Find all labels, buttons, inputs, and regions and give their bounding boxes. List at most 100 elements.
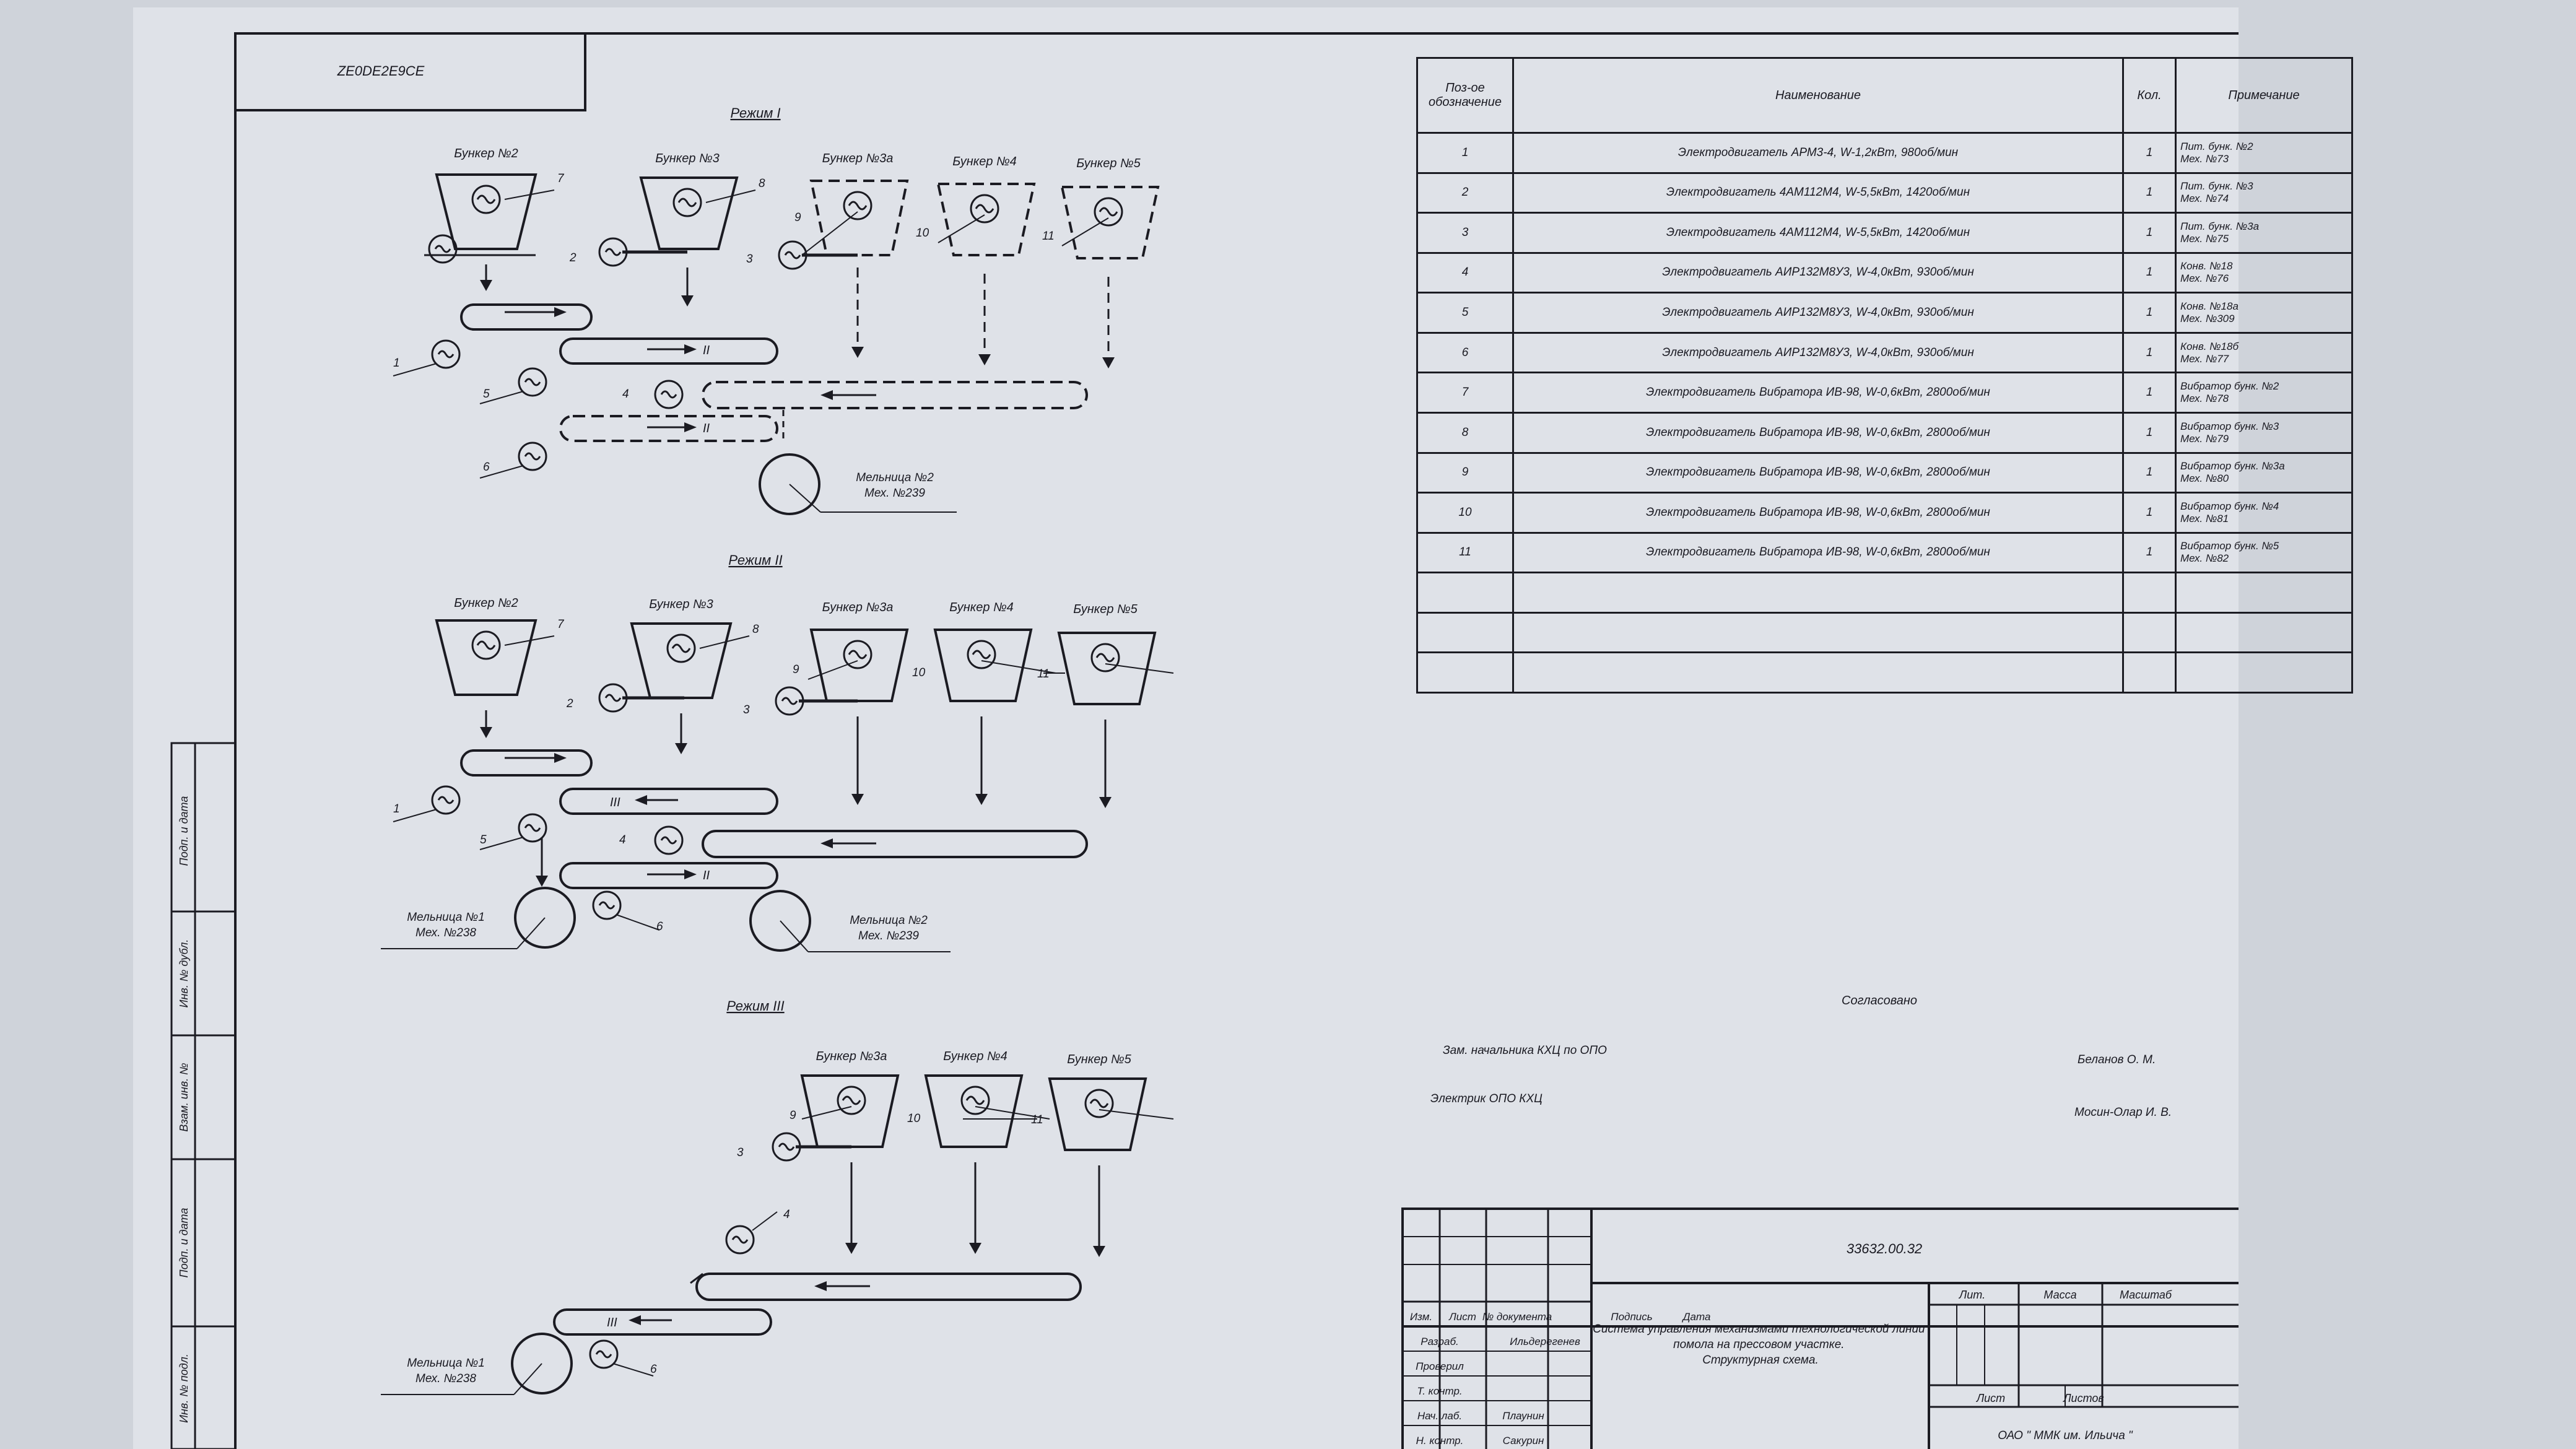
spec-cell-pos: 8 xyxy=(1416,411,1514,454)
bunker-5: Бункер №5 xyxy=(1060,157,1160,259)
spec-cell-pos xyxy=(1416,611,1514,654)
bunker-3-label: Бункер №3 xyxy=(655,152,720,165)
mode-3-flow-arrows xyxy=(845,1162,1105,1257)
svg-text:8: 8 xyxy=(752,623,759,636)
spec-cell-pos: 1 xyxy=(1416,132,1514,174)
mode-2-bunker-2-label: Бункер №2 xyxy=(454,596,518,610)
svg-text:10: 10 xyxy=(907,1112,921,1125)
spec-cell-name: Электродвигатель Вибратора ИВ-98, W-0,6к… xyxy=(1512,531,2124,574)
col-sign: Подпись xyxy=(1611,1311,1652,1323)
title-block: 33632.00.32 Система управления механизма… xyxy=(1401,1208,2239,1449)
mode-2-bunker-3a-label: Бункер №3а xyxy=(822,601,894,614)
mode-3-diagram: Режим III Бункер №3а Бункер №4 Бункер №5 xyxy=(381,998,1174,1395)
spec-cell-note: Вибратор бунк. №5 Мех. №82 xyxy=(2175,531,2353,574)
spec-cell-name: Электродвигатель Вибратора ИВ-98, W-0,6к… xyxy=(1512,492,2124,534)
svg-text:6: 6 xyxy=(483,461,490,474)
role-norm-control: Н. контр. xyxy=(1416,1435,1464,1447)
table-row xyxy=(1416,651,2353,694)
mode-2-bunker-3-label: Бункер №3 xyxy=(649,598,713,611)
role-lab-head: Нач. лаб. xyxy=(1417,1410,1462,1422)
mode-3-bunker-3a-label: Бункер №3а xyxy=(816,1050,887,1063)
svg-text:7: 7 xyxy=(557,172,565,185)
approval-name-1: Беланов О. М. xyxy=(2078,1053,2156,1066)
spec-cell-pos xyxy=(1416,572,1514,614)
svg-text:7: 7 xyxy=(557,618,565,631)
spec-cell-pos: 10 xyxy=(1416,492,1514,534)
spec-header-pos: Поз-ое обозначение xyxy=(1416,57,1514,134)
svg-text:9: 9 xyxy=(793,663,799,676)
spec-cell-pos: 6 xyxy=(1416,331,1514,374)
lit-label: Лит. xyxy=(1959,1289,1985,1301)
spec-cell-name: Электродвигатель АИР132М8У3, W-4,0кВт, 9… xyxy=(1512,331,2124,374)
spec-cell-qty: 1 xyxy=(2122,172,2177,214)
svg-text:4: 4 xyxy=(622,388,629,401)
spec-cell-pos: 9 xyxy=(1416,451,1514,494)
drawing-title: Система управления механизмами технологи… xyxy=(1593,1323,1928,1367)
mode-3-motor-numbers: 3 4 6 9 10 11 xyxy=(650,1109,1043,1376)
scale-label: Масштаб xyxy=(2120,1289,2172,1301)
svg-text:10: 10 xyxy=(916,227,929,240)
svg-text:6: 6 xyxy=(650,1363,657,1376)
col-izm: Изм. xyxy=(1410,1311,1432,1323)
spec-cell-pos: 5 xyxy=(1416,292,1514,334)
schematic-drawing: ZE0DE2E9CE Режим I Бункер №2 Бункер №3 Б… xyxy=(170,32,2239,1449)
strip-label-5: Инв. № подл. xyxy=(178,1354,190,1423)
spec-cell-name xyxy=(1512,572,2124,614)
spec-cell-name: Электродвигатель Вибратора ИВ-98, W-0,6к… xyxy=(1512,411,2124,454)
mode-2-bunkers: Бункер №2 Бункер №3 Бункер №3а Бункер №4… xyxy=(435,596,1157,705)
svg-text:4: 4 xyxy=(783,1208,790,1221)
spec-cell-qty: 1 xyxy=(2122,451,2177,494)
spec-cell-note: Вибратор бунк. №3а Мех. №80 xyxy=(2175,451,2353,494)
spec-cell-qty: 1 xyxy=(2122,251,2177,294)
spec-cell-pos: 4 xyxy=(1416,251,1514,294)
spec-cell-note: Пит. бунк. №2 Мех. №73 xyxy=(2175,132,2353,174)
mode-2-bunker-4-label: Бункер №4 xyxy=(949,601,1014,614)
code-box xyxy=(235,33,586,111)
spec-cell-name: Электродвигатель Вибратора ИВ-98, W-0,6к… xyxy=(1512,372,2124,414)
bunker-4: Бункер №4 xyxy=(936,155,1036,256)
spec-cell-note: Конв. №18б Мех. №77 xyxy=(2175,331,2353,374)
name-developer: Ильдерегенев xyxy=(1510,1336,1580,1347)
spec-cell-pos xyxy=(1416,651,1514,694)
spec-header-row: Поз-ое обозначение Наименование Кол. При… xyxy=(1416,57,2353,134)
mode-1-flow-arrows xyxy=(480,264,1115,368)
spec-cell-name xyxy=(1512,651,2124,694)
svg-text:9: 9 xyxy=(790,1109,796,1122)
role-developer: Разраб. xyxy=(1421,1336,1459,1347)
approval-name-2: Мосин-Олар И. В. xyxy=(2074,1106,2172,1119)
spec-header-note: Примечание xyxy=(2175,57,2353,134)
spec-cell-name: Электродвигатель АРМ3-4, W-1,2кВт, 980об… xyxy=(1512,132,2124,174)
spec-cell-name: Электродвигатель 4АМ112М4, W-5,5кВт, 142… xyxy=(1512,172,2124,214)
bunker-2: Бункер №2 xyxy=(435,147,537,250)
mode-1-diagram: Режим I Бункер №2 Бункер №3 Бункер №3а Б… xyxy=(393,105,1160,515)
mode-2-motor-numbers: 1 2 3 4 5 6 7 8 9 10 11 xyxy=(393,618,1050,933)
name-lab-head: Плаунин xyxy=(1502,1410,1544,1422)
spec-cell-note: Вибратор бунк. №2 Мех. №78 xyxy=(2175,372,2353,414)
strip-label-4: Подп. и дата xyxy=(178,1208,190,1278)
svg-text:3: 3 xyxy=(737,1146,744,1159)
doc-number: 33632.00.32 xyxy=(1847,1241,1922,1256)
role-checked: Проверил xyxy=(1416,1360,1464,1372)
spec-cell-name: Электродвигатель АИР132М8У3, W-4,0кВт, 9… xyxy=(1512,292,2124,334)
mode-3-title: Режим III xyxy=(726,998,784,1014)
spec-cell-note: Вибратор бунк. №3 Мех. №79 xyxy=(2175,411,2353,454)
mode-2-bunker-5-label: Бункер №5 xyxy=(1073,603,1138,616)
svg-text:5: 5 xyxy=(480,833,487,846)
mode-3-conveyors: III xyxy=(553,1273,1082,1336)
mode-2-diagram: Режим II Бункер №2 Бункер №3 Бункер №3а … xyxy=(381,552,1174,952)
svg-text:3: 3 xyxy=(743,703,750,716)
sheet-label: Лист xyxy=(1976,1392,2005,1404)
spec-cell-name: Электродвигатель АИР132М8У3, W-4,0кВт, 9… xyxy=(1512,251,2124,294)
strip-label-2: Инв. № дубл. xyxy=(178,939,190,1008)
spec-cell-note: Пит. бунк. №3а Мех. №75 xyxy=(2175,212,2353,254)
svg-text:8: 8 xyxy=(759,177,765,190)
specification-table: Поз-ое обозначение Наименование Кол. При… xyxy=(1416,57,2353,694)
